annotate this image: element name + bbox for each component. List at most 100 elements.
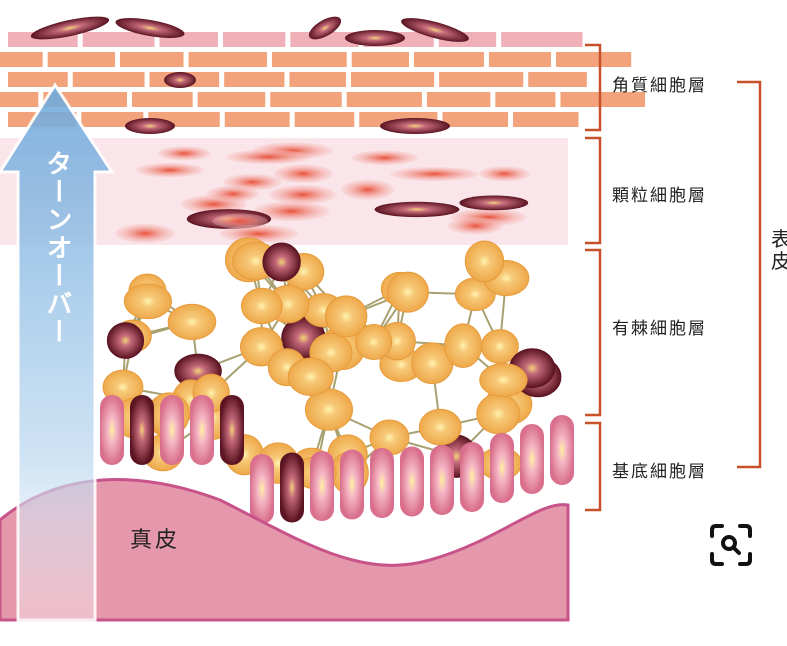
spinous-cell bbox=[324, 295, 368, 338]
basal-cell bbox=[400, 446, 424, 517]
corneum-cell bbox=[501, 32, 583, 47]
shedding-cell bbox=[380, 118, 450, 134]
corneum-cell bbox=[72, 72, 145, 87]
corneum-cell bbox=[8, 72, 68, 87]
spinous-cell bbox=[418, 408, 462, 446]
label-stratum-spinosum: 有棘細胞層 bbox=[612, 319, 707, 339]
granular-cell bbox=[253, 201, 330, 222]
granular-cell bbox=[351, 150, 418, 166]
corneum-cell bbox=[426, 92, 491, 107]
label-dermis: 真皮 bbox=[130, 528, 181, 553]
label-stratum-corneum: 角質細胞層 bbox=[612, 76, 707, 96]
corneum-cell bbox=[556, 52, 632, 67]
granular-cell bbox=[459, 195, 529, 211]
granular-cell bbox=[225, 149, 311, 165]
basal-cell bbox=[340, 449, 364, 520]
basal-cell bbox=[250, 454, 274, 524]
granular-cell bbox=[273, 164, 334, 183]
spinous-cell bbox=[123, 283, 172, 320]
corneum-cell bbox=[439, 72, 524, 87]
turnover-arrow bbox=[0, 82, 115, 622]
spinous-cell bbox=[464, 240, 505, 283]
granular-cell bbox=[219, 224, 298, 243]
dermis-region bbox=[0, 478, 570, 622]
corneum-cell bbox=[488, 52, 552, 67]
corneum-cell bbox=[495, 92, 556, 107]
shedding-cell bbox=[164, 72, 196, 88]
granular-cell bbox=[478, 166, 530, 182]
corneum-cell bbox=[0, 52, 43, 67]
basal-cell bbox=[280, 452, 304, 523]
corneum-cell bbox=[224, 72, 285, 87]
corneum-cell bbox=[560, 92, 646, 107]
granular-cell bbox=[135, 162, 204, 178]
shedding-cell bbox=[125, 118, 175, 134]
shedding-cell bbox=[308, 16, 342, 40]
basal-cell bbox=[490, 433, 514, 503]
basal-cell bbox=[160, 395, 184, 465]
label-epidermis: 表皮 bbox=[771, 227, 787, 273]
basal-cell bbox=[130, 395, 154, 465]
granular-cell bbox=[115, 223, 175, 244]
spinous-cell bbox=[355, 324, 393, 360]
spinous-cell bbox=[476, 393, 521, 435]
corneum-cell bbox=[224, 112, 290, 127]
spinous-cell bbox=[304, 388, 353, 431]
label-stratum-basale: 基底細胞層 bbox=[612, 462, 707, 482]
corneum-cell bbox=[223, 32, 286, 47]
bracket-granular bbox=[585, 136, 602, 245]
basal-cell bbox=[370, 448, 394, 518]
shedding-cell bbox=[115, 18, 185, 38]
granular-cell bbox=[269, 185, 337, 205]
corneum-cell bbox=[47, 52, 116, 67]
corneum-cell bbox=[413, 52, 484, 67]
basal-cell bbox=[190, 395, 214, 465]
label-stratum-granulosum: 顆粒細胞層 bbox=[612, 186, 707, 206]
granular-cell bbox=[206, 185, 260, 203]
basal-cell bbox=[100, 395, 124, 465]
corneum-cell bbox=[82, 32, 155, 47]
basal-cell bbox=[460, 442, 484, 512]
spinous-cell bbox=[479, 363, 528, 398]
spinous-cell bbox=[167, 303, 217, 341]
corneum-cell bbox=[350, 72, 435, 87]
granular-cell bbox=[157, 146, 211, 161]
cells bbox=[0, 16, 646, 524]
corneum-cell bbox=[442, 112, 509, 127]
corneum-cell bbox=[188, 52, 267, 67]
basal-cell bbox=[220, 395, 244, 465]
basal-cell bbox=[430, 445, 454, 515]
spinous-cell bbox=[386, 271, 429, 313]
corneum-cell bbox=[197, 92, 266, 107]
bracket-epidermis bbox=[737, 80, 762, 469]
corneum-cell bbox=[346, 92, 422, 107]
granular-cell bbox=[390, 166, 479, 182]
corneum-cell bbox=[0, 92, 39, 107]
spinous-cell bbox=[287, 357, 334, 397]
corneum-cell bbox=[270, 92, 342, 107]
granular-cell bbox=[447, 217, 504, 235]
spinous-cell bbox=[240, 287, 283, 325]
shedding-cell bbox=[30, 16, 110, 40]
spinous-cell bbox=[444, 323, 483, 368]
corneum-cell bbox=[271, 52, 347, 67]
corneum-cell bbox=[294, 112, 355, 127]
bracket-corneum bbox=[585, 43, 602, 132]
shedding-cell bbox=[345, 30, 405, 46]
dark-spinous-cell bbox=[106, 322, 145, 359]
basal-cell bbox=[520, 424, 544, 494]
granular-cell bbox=[340, 179, 395, 200]
layer-brackets bbox=[585, 43, 762, 512]
corneum-cell bbox=[513, 112, 579, 127]
visual-search-icon[interactable] bbox=[708, 522, 754, 568]
dark-spinous-cell bbox=[262, 242, 301, 282]
corneum-cell bbox=[120, 52, 184, 67]
label-turnover: ターンオーバー bbox=[42, 150, 72, 346]
corneum-cell bbox=[290, 32, 359, 47]
corneum-cell bbox=[131, 92, 193, 107]
granular-cell bbox=[374, 201, 460, 218]
corneum-cell bbox=[289, 72, 346, 87]
corneum-cell bbox=[528, 72, 587, 87]
basal-cell bbox=[310, 451, 334, 521]
